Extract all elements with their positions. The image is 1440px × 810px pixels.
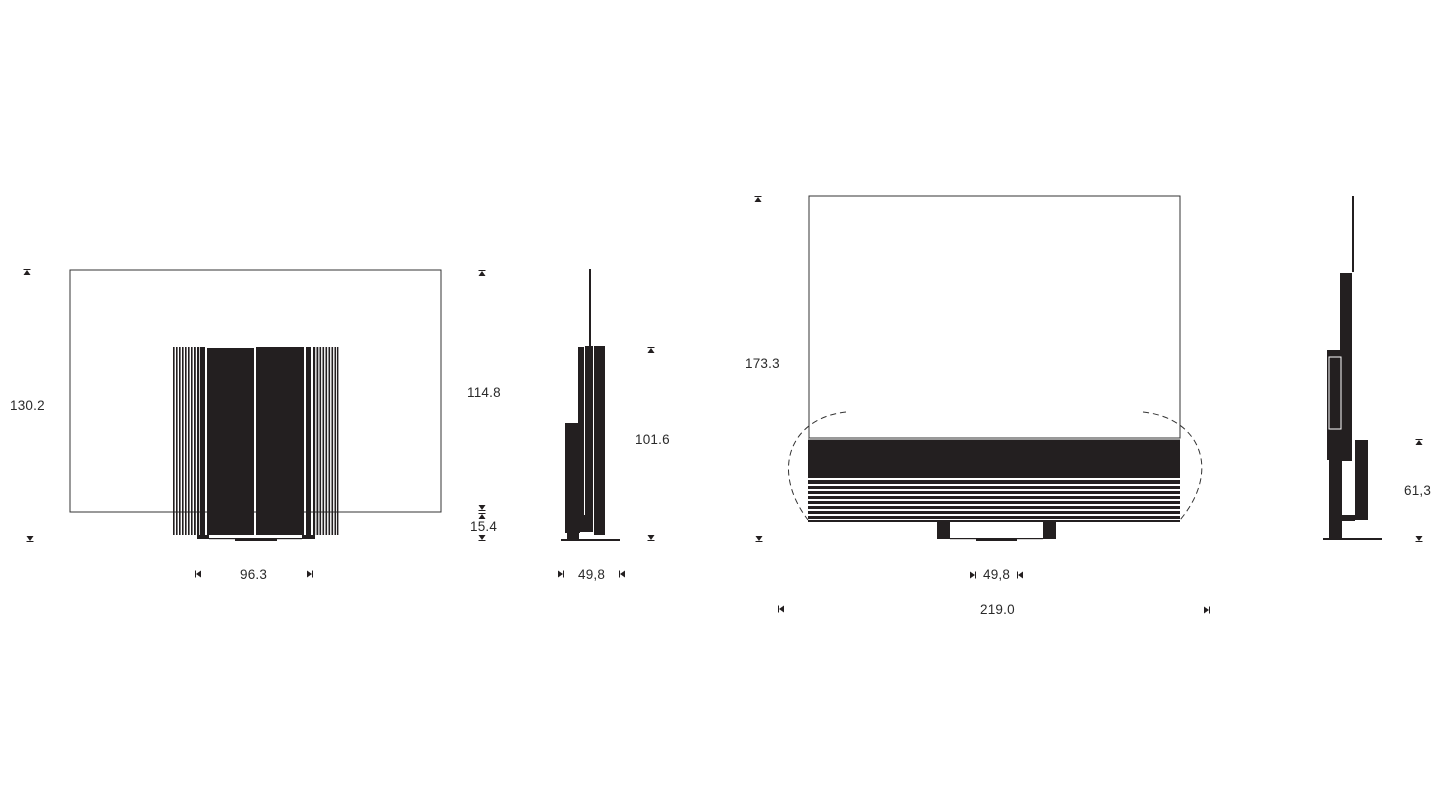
side-compact-panel-height-label: 101.6 bbox=[635, 432, 670, 447]
screen-bottom-band bbox=[808, 438, 1180, 440]
front-wide-width-label: 219.0 bbox=[980, 602, 1015, 617]
front-compact-height-label: 130.2 bbox=[10, 398, 45, 413]
base-line bbox=[1323, 538, 1382, 540]
arrow-down-icon bbox=[26, 536, 34, 542]
arrow-up-icon bbox=[1415, 439, 1423, 445]
arrow-up-icon bbox=[23, 269, 31, 275]
front-wide-height-label: 173.3 bbox=[745, 356, 780, 371]
side-compact-height-label: 114.8 bbox=[467, 385, 501, 400]
front-compact-width-label: 96.3 bbox=[240, 567, 267, 582]
arrow-left-icon bbox=[619, 570, 625, 578]
bracket bbox=[1342, 515, 1355, 521]
bracket bbox=[580, 515, 593, 532]
arrow-right-icon bbox=[558, 570, 564, 578]
screen-outline bbox=[69, 269, 442, 513]
arrow-right-icon bbox=[970, 571, 976, 579]
front-wide-stand-width-label: 49,8 bbox=[983, 567, 1010, 582]
side-compact-depth-label: 49,8 bbox=[578, 567, 605, 582]
center-body-right bbox=[256, 347, 304, 535]
base-foot-right bbox=[302, 535, 315, 539]
lower-housing bbox=[565, 423, 580, 533]
arrow-up-icon bbox=[478, 270, 486, 276]
stand-center bbox=[976, 538, 1017, 541]
arrow-up-icon bbox=[647, 347, 655, 353]
front-view-compact bbox=[23, 269, 442, 578]
speaker-body bbox=[808, 440, 1180, 478]
stand-leg-left bbox=[937, 522, 950, 539]
side-compact-base-label: 15.4 bbox=[470, 519, 497, 534]
screen-edge bbox=[1352, 196, 1354, 272]
front-view-wide bbox=[754, 195, 1210, 614]
mount bbox=[1329, 460, 1342, 538]
rear-panel bbox=[1355, 440, 1368, 520]
speaker-housing bbox=[1327, 350, 1343, 460]
arrow-left-icon bbox=[1017, 571, 1023, 579]
side-view-compact bbox=[478, 269, 655, 578]
side-view-wide bbox=[1323, 196, 1423, 542]
arrow-right-icon bbox=[307, 570, 313, 578]
arrow-down-icon bbox=[478, 505, 486, 511]
arrow-left-icon bbox=[195, 570, 201, 578]
arrow-down-icon bbox=[647, 535, 655, 541]
base-line bbox=[561, 539, 620, 541]
arrow-down-icon bbox=[1415, 536, 1423, 542]
side-wide-base-height-label: 61,3 bbox=[1404, 483, 1431, 498]
leg bbox=[567, 532, 579, 540]
rotation-arc-left bbox=[787, 411, 847, 521]
base-center bbox=[235, 538, 277, 541]
arrow-up-icon bbox=[754, 196, 762, 202]
center-body-left bbox=[207, 348, 254, 535]
lower-housing-cap bbox=[567, 423, 579, 428]
screen-edge bbox=[589, 269, 591, 347]
base-foot-left bbox=[197, 535, 209, 539]
arrow-down-icon bbox=[755, 536, 763, 542]
left-fins bbox=[173, 347, 205, 535]
arrow-right-icon bbox=[1204, 606, 1210, 614]
rear-panel bbox=[594, 346, 605, 535]
speaker-housing-inner bbox=[1328, 356, 1342, 430]
speaker-slats bbox=[808, 480, 1180, 522]
arrow-down-icon bbox=[478, 535, 486, 541]
arrow-left-icon bbox=[778, 605, 784, 613]
stand-leg-right bbox=[1043, 522, 1056, 539]
right-fins bbox=[306, 347, 339, 535]
upper-body-back bbox=[578, 347, 584, 517]
rotation-arc-right bbox=[1142, 411, 1203, 521]
upper-body-panel bbox=[585, 346, 593, 516]
raised-screen-outline bbox=[808, 195, 1181, 439]
